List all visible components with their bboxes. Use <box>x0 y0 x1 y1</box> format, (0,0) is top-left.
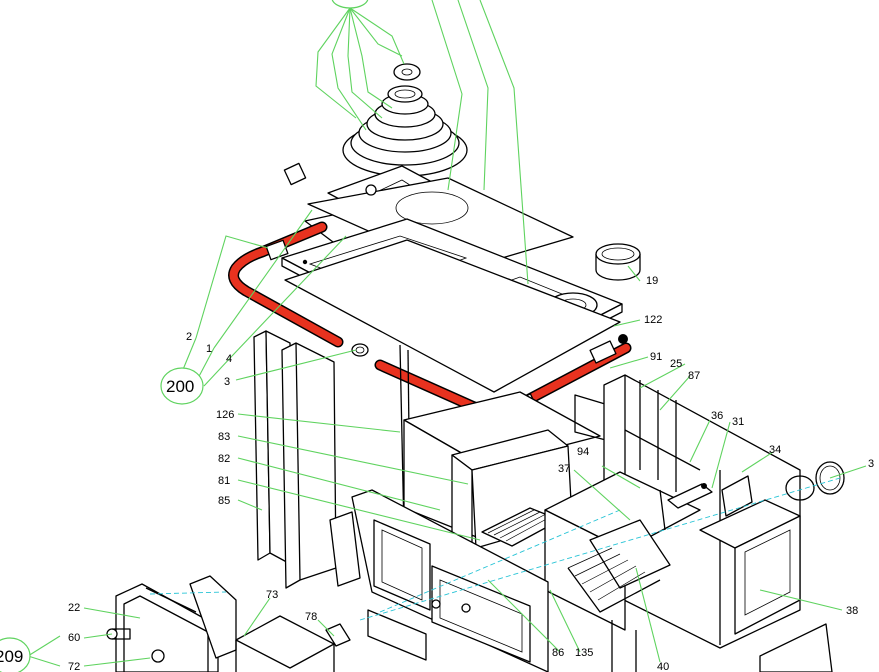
label-73: 73 <box>266 589 278 601</box>
bubble-209 <box>0 637 31 672</box>
label-83: 83 <box>218 431 230 443</box>
label-2: 2 <box>186 331 192 343</box>
flue-ring-stack <box>342 63 468 177</box>
label-40: 40 <box>657 661 669 672</box>
leader-lines <box>27 0 867 667</box>
label-135: 135 <box>575 647 593 659</box>
label-94: 94 <box>577 446 589 458</box>
lower-left-assembly <box>106 575 351 672</box>
callout-bubbles <box>0 0 369 672</box>
return-pipe <box>228 221 344 348</box>
label-31: 31 <box>732 416 744 428</box>
label-38: 38 <box>846 605 858 617</box>
baffle-plates <box>403 391 626 549</box>
bubble-200 <box>160 367 204 405</box>
lower-top-plate <box>284 239 621 393</box>
label-81: 81 <box>218 475 230 487</box>
label-1: 1 <box>206 343 212 355</box>
label-86: 86 <box>552 647 564 659</box>
label-91: 91 <box>650 351 662 363</box>
label-60: 60 <box>68 632 80 644</box>
label-87: 87 <box>688 370 700 382</box>
label-22: 22 <box>68 602 80 614</box>
bubble-top <box>331 0 369 9</box>
label-4: 4 <box>226 353 232 365</box>
label-3-cut: 3 <box>868 458 874 470</box>
label-209: 209 <box>0 647 23 666</box>
label-34: 34 <box>769 444 781 456</box>
small-fittings <box>659 475 753 531</box>
label-37: 37 <box>558 463 570 475</box>
nut-part <box>351 343 369 357</box>
part-labels: 2 1 4 3 200 126 83 82 81 85 19 122 91 25… <box>0 275 874 672</box>
label-200: 200 <box>166 377 194 396</box>
right-body-frame <box>603 374 801 649</box>
label-36: 36 <box>711 410 723 422</box>
label-122: 122 <box>644 314 662 326</box>
label-72: 72 <box>68 661 80 672</box>
flue-spigot <box>595 243 641 281</box>
ball-part <box>618 334 628 344</box>
label-25: 25 <box>670 358 682 370</box>
label-82: 82 <box>218 453 230 465</box>
label-19: 19 <box>646 275 658 287</box>
right-lower-panel <box>611 620 833 672</box>
label-78: 78 <box>305 611 317 623</box>
label-3: 3 <box>224 376 230 388</box>
label-126: 126 <box>216 409 234 421</box>
label-85: 85 <box>218 495 230 507</box>
